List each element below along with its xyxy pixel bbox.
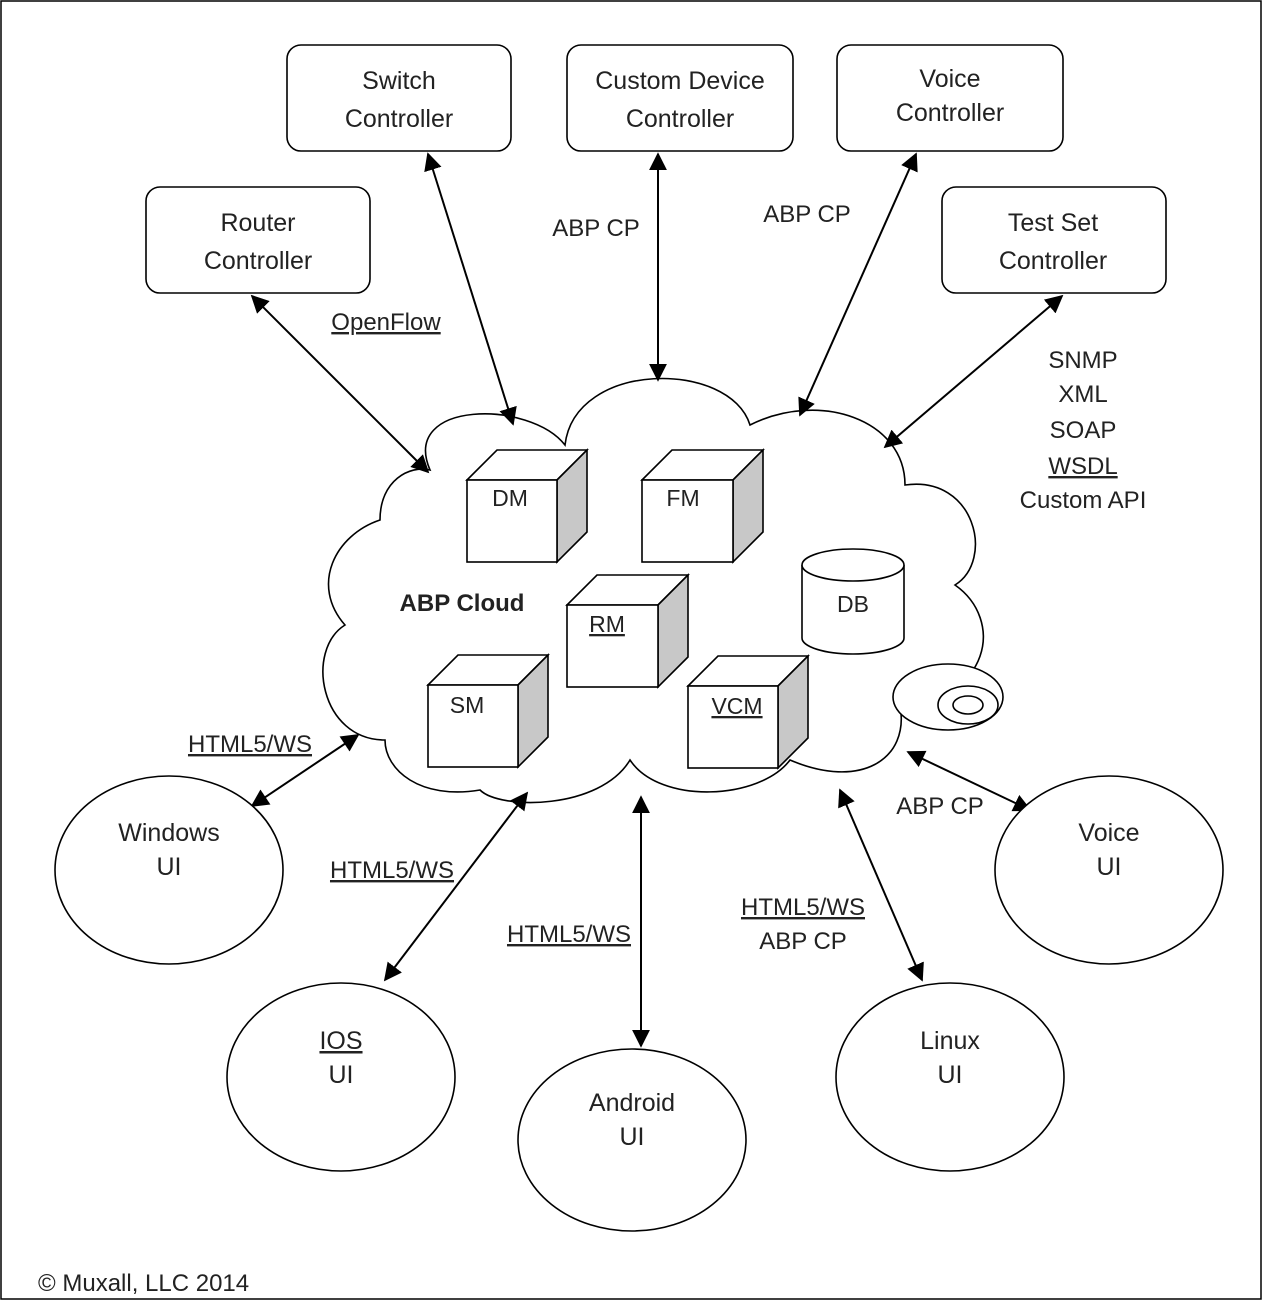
voice-ui-line1: Voice [1078,819,1139,847]
voice-ui-link-label: ABP CP [896,793,984,820]
android-ui-line1: Android [589,1089,675,1117]
linux-ui-line1: Linux [920,1027,980,1055]
db-label: DB [837,591,869,617]
voice-controller-box: Voice Controller [836,44,1064,152]
windows-ui-to-cloud-arrow [250,733,360,808]
rm-cube-icon: RM [565,573,690,689]
voice-ui-node: Voice UI [994,775,1224,965]
linux-ui-node: Linux UI [835,982,1065,1172]
linux-link-label-2: ABP CP [759,928,847,955]
database-cylinder-icon: DB [801,548,905,655]
dm-cube-icon: DM [465,448,589,564]
abp-cp-label-left: ABP CP [552,215,640,242]
ios-link-label: HTML5/WS [330,857,454,884]
sm-cube-icon: SM [426,653,550,769]
switch-controller-line2: Controller [345,105,453,133]
test-set-controller-box: Test Set Controller [941,186,1167,294]
fm-cube-icon: FM [640,448,765,564]
ios-ui-to-cloud-arrow [383,791,529,982]
abp-cloud-title: ABP Cloud [400,590,525,617]
voice-controller-line2: Controller [896,99,1004,127]
voice-controller-to-cloud-arrow [798,152,918,417]
custom-device-controller-line2: Controller [626,105,734,133]
api-item-xml: XML [1058,381,1107,408]
linux-ui-line2: UI [938,1061,963,1089]
vcm-label: VCM [711,693,762,719]
linux-ui-to-cloud-arrow [838,788,924,982]
test-set-controller-line1: Test Set [1008,209,1098,237]
abp-cp-label-right: ABP CP [763,201,851,228]
switch-to-cloud-arrow [424,152,517,426]
custom-device-controller-line1: Custom Device [595,67,765,95]
android-ui-line2: UI [620,1123,645,1151]
test-set-to-cloud-arrow [883,294,1064,449]
android-ui-node: Android UI [517,1048,747,1232]
api-list: SNMP XML SOAP WSDL Custom API [1020,347,1147,514]
api-item-custom-api: Custom API [1020,487,1147,514]
linux-link-label-1: HTML5/WS [741,894,865,921]
disk-icon [892,663,1004,731]
dm-label: DM [492,485,528,511]
ios-ui-line1: IOS [319,1027,362,1055]
fm-label: FM [666,485,699,511]
router-controller-box: Router Controller [145,186,371,294]
android-link-label: HTML5/WS [507,921,631,948]
windows-link-label: HTML5/WS [188,731,312,758]
windows-ui-node: Windows UI [54,775,284,965]
windows-ui-line1: Windows [118,819,219,847]
api-item-wsdl: WSDL [1048,453,1117,480]
copyright-text: © Muxall, LLC 2014 [38,1270,249,1297]
router-controller-line1: Router [220,209,295,237]
vcm-cube-icon: VCM [686,654,810,770]
router-controller-line2: Controller [204,247,312,275]
api-item-snmp: SNMP [1048,347,1117,374]
windows-ui-line2: UI [157,853,182,881]
voice-ui-line2: UI [1097,853,1122,881]
voice-ui-to-cloud-arrow [906,750,1032,812]
switch-controller-line1: Switch [362,67,436,95]
voice-controller-line1: Voice [919,65,980,93]
sm-label: SM [450,692,485,718]
ios-ui-line2: UI [329,1061,354,1089]
custom-device-controller-box: Custom Device Controller [566,44,794,152]
router-to-cloud-arrow [250,294,430,474]
ios-ui-node: IOS UI [226,982,456,1172]
test-set-controller-line2: Controller [999,247,1107,275]
openflow-label: OpenFlow [331,309,441,336]
api-item-soap: SOAP [1050,417,1117,444]
switch-controller-box: Switch Controller [286,44,512,152]
rm-label: RM [589,611,625,637]
